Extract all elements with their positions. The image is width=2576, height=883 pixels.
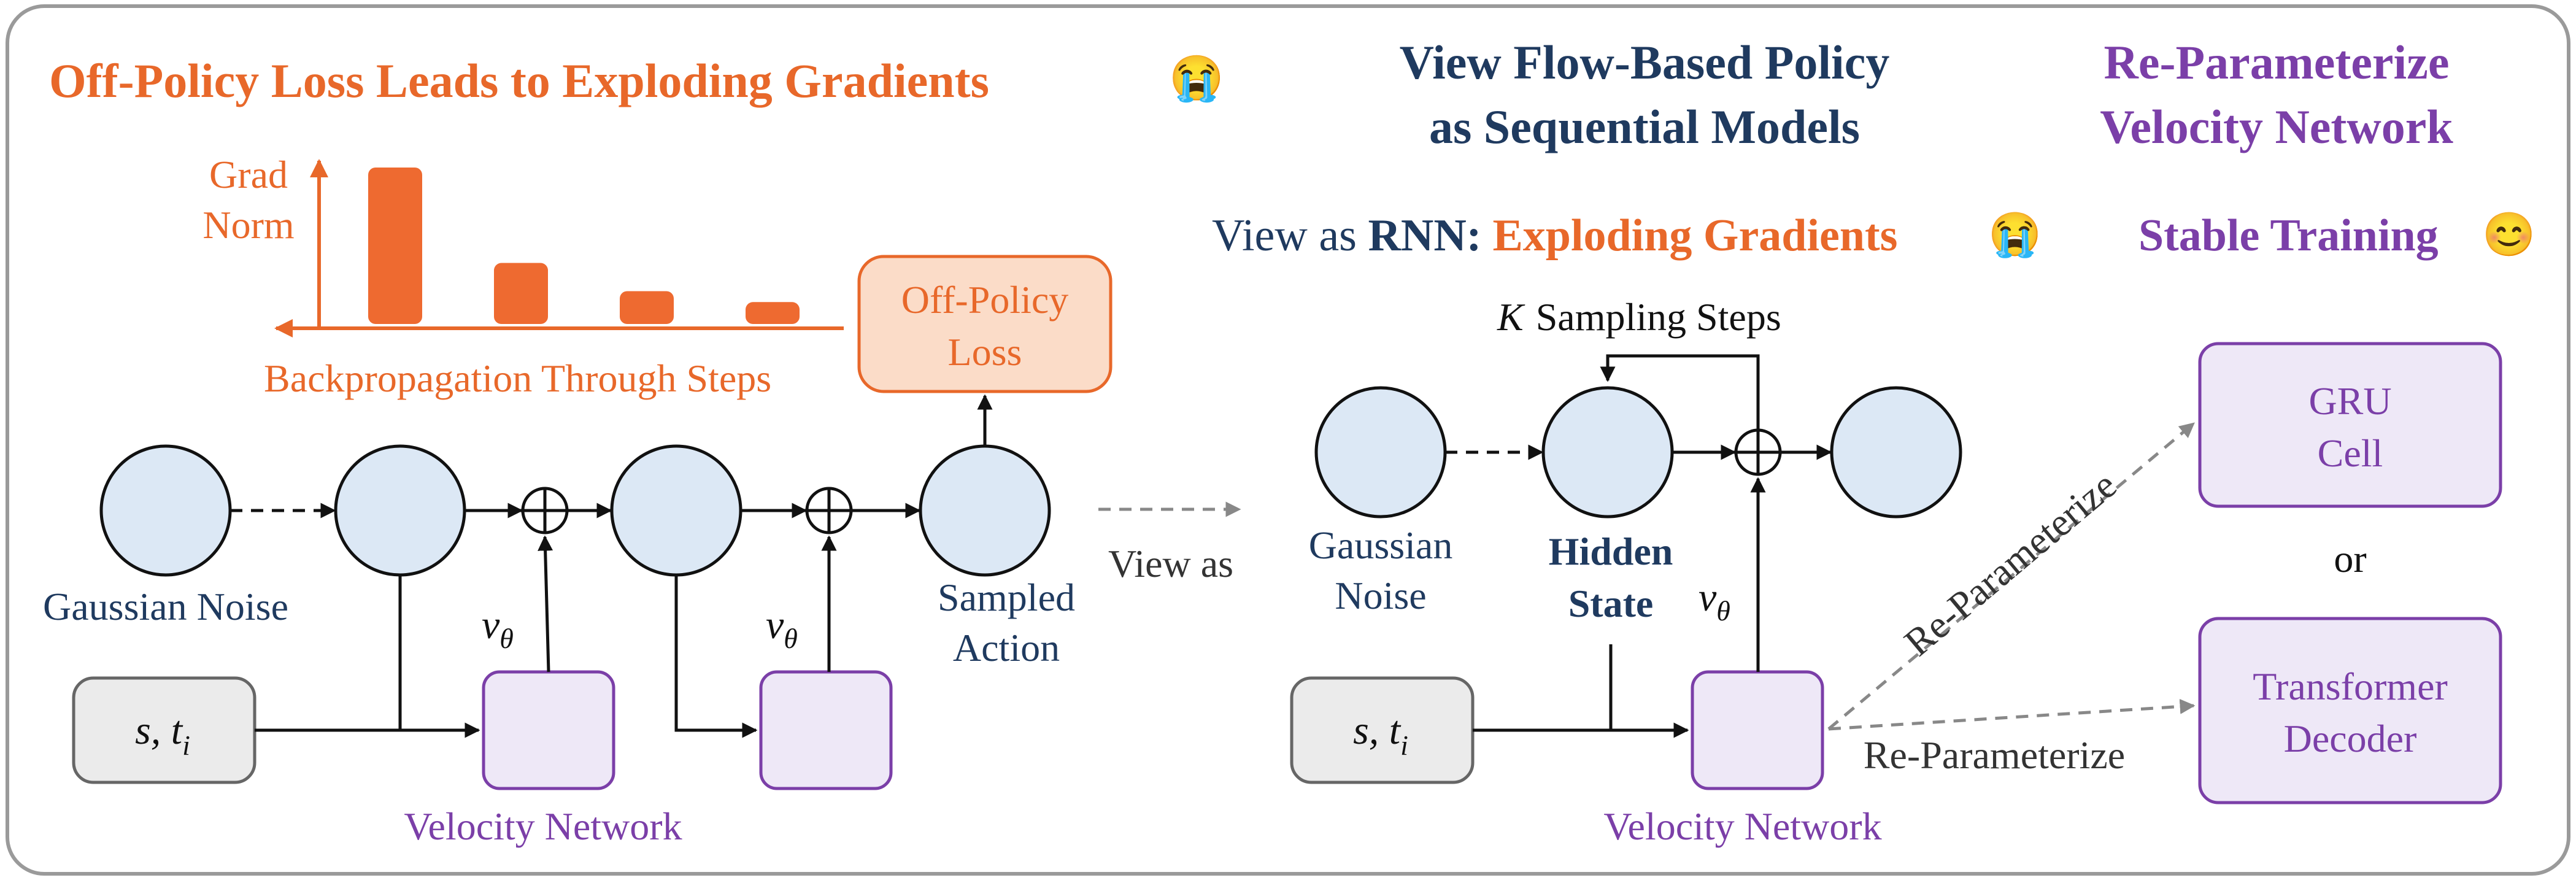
node2-to-velocity-2 xyxy=(674,575,758,738)
v-theta-label-1: vθ xyxy=(482,603,514,654)
sampled-action-line1: Sampled xyxy=(938,576,1075,619)
right-title-line1: Re-Parameterize xyxy=(2104,36,2450,89)
view-as-connector: View as xyxy=(1098,501,1241,585)
middle-subtitle: View as RNN:Exploding Gradients xyxy=(1212,210,1897,261)
view-as-label: View as xyxy=(1108,542,1233,585)
rnn-state-time-input-label: s, ti xyxy=(1353,708,1408,761)
reparam-lower-label: Re-Parameterize xyxy=(1864,733,2125,777)
stable-training-label: Stable Training xyxy=(2138,210,2439,261)
right-title-line2: Velocity Network xyxy=(2100,100,2453,153)
rnn-sum-operator-icon xyxy=(1734,428,1782,476)
outer-frame xyxy=(6,4,2570,876)
gru-cell-line2: Cell xyxy=(2318,431,2383,475)
velocity-network-label-middle: Velocity Network xyxy=(1603,804,1881,848)
smile-emoji-icon: 😊 xyxy=(2482,211,2536,259)
gaussian-noise-node xyxy=(99,444,232,577)
grad-norm-bar xyxy=(494,263,548,324)
rnn-gaussian-noise-node xyxy=(1314,386,1447,519)
reparam-arrow-to-gru xyxy=(1827,422,2195,730)
intermediate-node-2 xyxy=(610,444,742,577)
velocity-network-box-2 xyxy=(759,670,893,790)
middle-title-line2: as Sequential Models xyxy=(1429,100,1860,153)
left-title: Off-Policy Loss Leads to Exploding Gradi… xyxy=(49,54,989,107)
velocity-1-to-sum1 xyxy=(538,535,553,673)
sum-operator-icon-2 xyxy=(805,487,853,534)
left-panel: Off-Policy Loss Leads to Exploding Gradi… xyxy=(43,54,1224,848)
backprop-label: Backpropagation Through Steps xyxy=(264,357,771,400)
grad-norm-bar xyxy=(746,302,800,324)
crying-emoji-icon: 😭 xyxy=(1169,54,1224,103)
grad-norm-bars xyxy=(368,168,800,324)
grad-norm-bar xyxy=(620,291,674,324)
crying-emoji-icon-2: 😭 xyxy=(1988,211,2042,259)
grad-norm-label-line1: Grad xyxy=(209,153,288,196)
rnn-output-node xyxy=(1830,386,1962,519)
rnn-v-theta-label: vθ xyxy=(1699,575,1730,627)
v-theta-label-2: vθ xyxy=(766,603,798,654)
sampled-action-line2: Action xyxy=(953,626,1060,669)
gru-cell-line1: GRU xyxy=(2308,379,2391,423)
velocity-network-box-1 xyxy=(482,670,615,790)
middle-panel: View Flow-Based Policy as Sequential Mod… xyxy=(1212,36,2042,848)
grad-norm-label-line2: Norm xyxy=(202,203,294,247)
grad-norm-bar xyxy=(368,168,422,324)
or-label: or xyxy=(2334,537,2366,580)
velocity-network-label-left: Velocity Network xyxy=(404,804,682,848)
gaussian-noise-label: Gaussian Noise xyxy=(43,585,288,628)
transformer-decoder-line2: Decoder xyxy=(2284,717,2417,760)
rnn-gaussian-noise-line2: Noise xyxy=(1335,574,1426,617)
off-policy-loss-box xyxy=(857,255,1113,393)
rnn-hidden-state-node xyxy=(1541,386,1674,519)
state-time-input-label: s, ti xyxy=(135,708,190,761)
rnn-gaussian-noise-line1: Gaussian xyxy=(1309,523,1453,567)
transformer-decoder-line1: Transformer xyxy=(2253,665,2448,708)
intermediate-node-1 xyxy=(334,444,466,577)
hidden-state-line2: State xyxy=(1568,582,1654,625)
transformer-decoder-box xyxy=(2198,617,2502,804)
gru-cell-box xyxy=(2198,342,2502,508)
recurrent-loop-wire xyxy=(1600,354,1760,457)
sum-operator-icon-1 xyxy=(521,487,569,534)
rnn-velocity-network-box xyxy=(1691,670,1824,790)
off-policy-loss-line1: Off-Policy xyxy=(901,278,1069,322)
sampled-action-node xyxy=(919,444,1051,577)
middle-title-line1: View Flow-Based Policy xyxy=(1400,36,1890,89)
hidden-state-line1: Hidden xyxy=(1549,530,1673,573)
off-policy-loss-line2: Loss xyxy=(948,330,1022,374)
